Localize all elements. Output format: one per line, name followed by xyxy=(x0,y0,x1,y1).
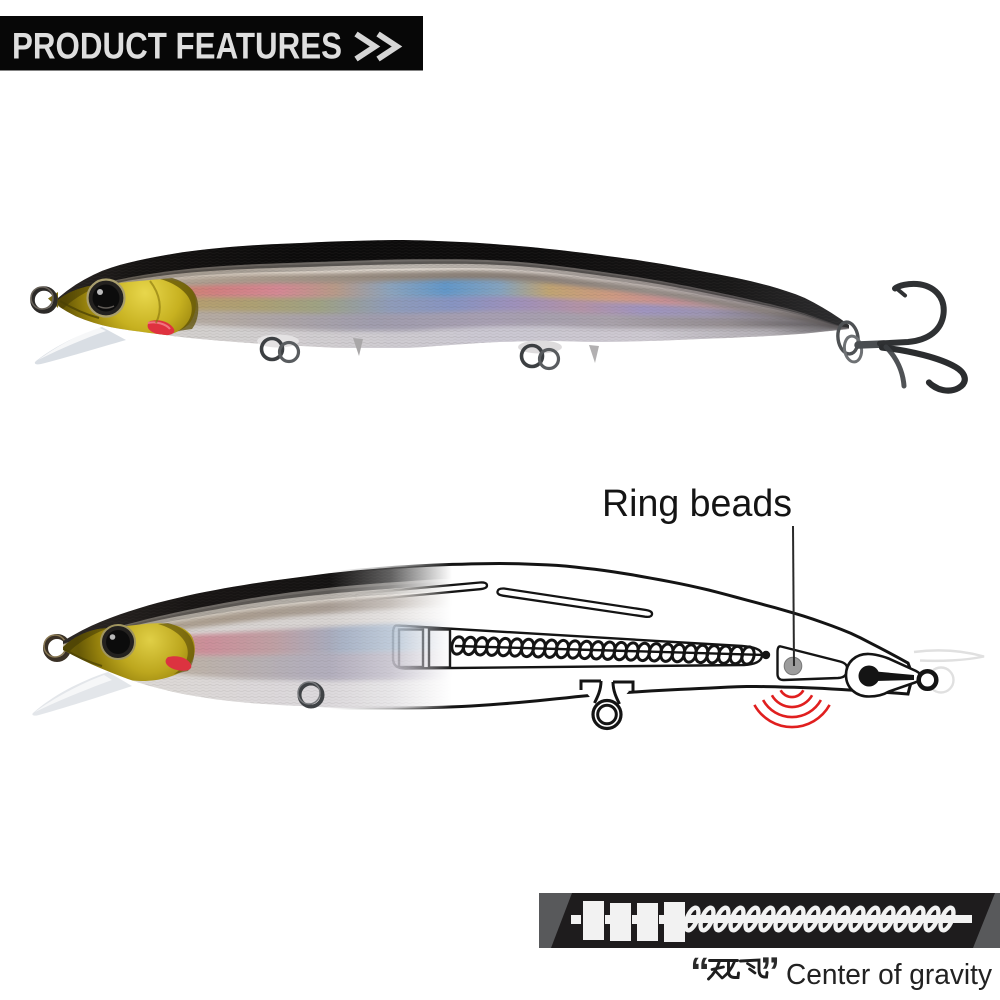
svg-text:“: “ xyxy=(690,950,710,994)
svg-text:”: ” xyxy=(760,950,780,994)
svg-text:Center of gravity: Center of gravity xyxy=(786,959,993,991)
svg-text:PRODUCT FEATURES: PRODUCT FEATURES xyxy=(12,26,342,67)
svg-text:Ring beads: Ring beads xyxy=(602,483,792,525)
